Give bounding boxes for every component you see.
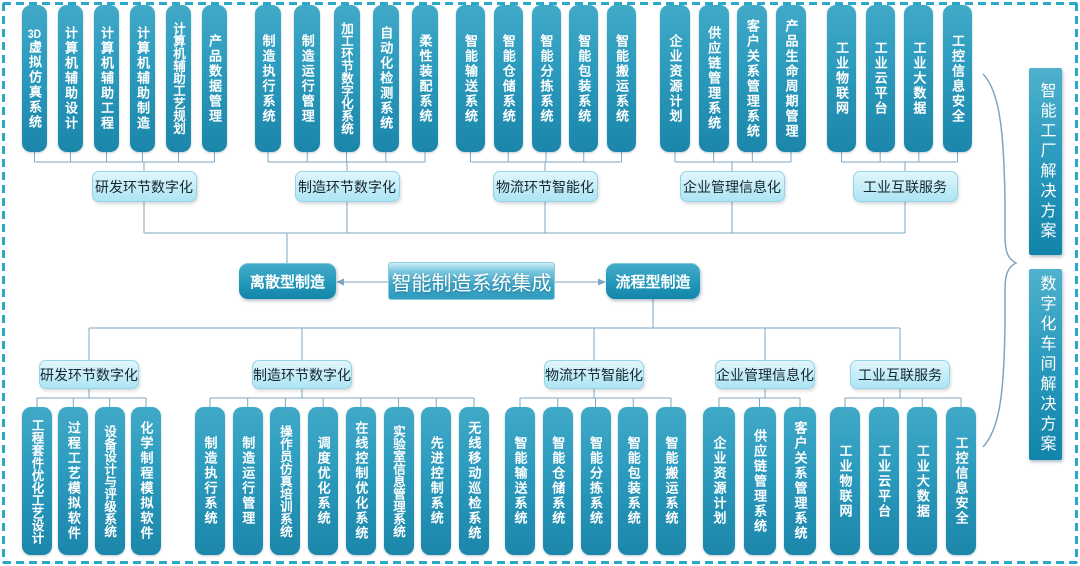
category-box: 物流环节智能化 [544,360,644,389]
category-box: 企业管理信息化 [679,171,785,202]
system-pill: 智能分拣系统 [580,407,611,555]
pill-group: 智能输送系统智能仓储系统智能分拣系统智能包装系统智能搬运系统 [456,5,636,152]
system-pill: 工业物联网 [830,407,860,555]
process-manufacturing-node: 流程型制造 [606,263,700,299]
category-box: 企业管理信息化 [715,360,815,389]
system-pill: 工业大数据 [907,407,938,555]
system-pill: 无线移动巡检系统 [458,407,489,555]
category-box: 工业互联服务 [852,171,958,202]
dashed-border-top [3,2,1077,5]
system-pill: 制造运行管理 [232,407,263,555]
system-pill: 智能搬运系统 [607,5,636,152]
system-pill: 客户关系管理系统 [784,407,816,555]
solution-smart-factory: 智能工厂解决方案 [1029,68,1062,255]
system-pill: 客户关系管理系统 [737,5,768,152]
system-pill: 计算机辅助工程 [94,5,119,152]
system-pill: 制造执行系统 [195,407,225,555]
system-pill: 工程套件优化工艺设计 [22,407,52,555]
system-pill: 工业大数据 [904,5,934,152]
dashed-border-bottom [3,561,1077,564]
system-pill: 智能包装系统 [618,407,649,555]
pill-group: 智能输送系统智能仓储系统智能分拣系统智能包装系统智能搬运系统 [505,407,686,555]
system-pill: 设备设计与评级系统 [94,407,125,555]
system-pill: 供应链管理系统 [743,407,776,555]
system-pill: 工业云平台 [865,5,895,152]
system-pill: 产品生命周期管理 [775,5,806,152]
system-pill: 智能包装系统 [569,5,599,152]
system-pill: 制造执行系统 [255,5,281,152]
system-pill: 工控信息安全 [942,5,972,152]
dashed-border-left [2,3,5,563]
system-pill: 加工环节数字化系统 [333,5,360,152]
category-box: 研发环节数字化 [39,360,139,389]
pill-group: 工业物联网工业云平台工业大数据工控信息安全 [827,5,972,152]
system-pill: 化学制程模拟软件 [130,407,161,555]
system-pill: 企业资源计划 [703,407,735,555]
system-pill: 智能分拣系统 [531,5,561,152]
system-pill: 企业资源计划 [660,5,690,152]
system-pill: 工控信息安全 [945,407,976,555]
system-pill: 产品数据管理 [202,5,227,152]
system-pill: 智能仓储系统 [493,5,523,152]
system-pill: 智能输送系统 [505,407,535,555]
category-box: 物流环节智能化 [492,171,598,202]
horizontal-latin-run: 3D [27,27,42,40]
category-box: 研发环节数字化 [91,171,197,202]
system-pill: 智能输送系统 [456,5,485,152]
system-pill: 工业云平台 [868,407,899,555]
pill-group: 工业物联网工业云平台工业大数据工控信息安全 [830,407,976,555]
system-pill: 计算机辅助工艺规划 [166,5,191,152]
category-box: 制造环节数字化 [294,171,400,202]
system-pill: 制造运行管理 [294,5,321,152]
category-box: 工业互联服务 [850,360,950,389]
pill-group: 企业资源计划供应链管理系统客户关系管理系统 [703,407,816,555]
system-pill: 自动化检测系统 [372,5,399,152]
pill-group: 企业资源计划供应链管理系统客户关系管理系统产品生命周期管理 [660,5,806,152]
arrowhead-icon [336,278,344,286]
system-pill: 供应链管理系统 [698,5,729,152]
system-pill: 柔性装配系统 [412,5,438,152]
pill-group: 工程套件优化工艺设计过程工艺模拟软件设备设计与评级系统化学制程模拟软件 [22,407,161,555]
system-pill: 操作员仿真培训系统 [270,407,301,555]
system-pill: 计算机辅助制造 [130,5,155,152]
system-pill: 智能搬运系统 [656,407,686,555]
system-pill: 工业物联网 [827,5,856,152]
system-pill: 实验室信息管理系统 [383,407,414,555]
dashed-border-right [1075,3,1078,563]
system-pill: 调度优化系统 [308,407,339,555]
solution-digital-workshop: 数字化车间解决方案 [1029,269,1062,460]
system-pill: 先进控制系统 [421,407,452,555]
pill-group: 制造执行系统制造运行管理加工环节数字化系统自动化检测系统柔性装配系统 [255,5,438,152]
arrowhead-icon [598,278,606,286]
discrete-manufacturing-node: 离散型制造 [239,263,336,299]
system-pill: 过程工艺模拟软件 [58,407,89,555]
brace-icon [982,73,1018,448]
pill-group: 制造执行系统制造运行管理操作员仿真培训系统调度优化系统在线控制优化系统实验室信息… [195,407,489,555]
system-pill: 计算机辅助设计 [58,5,83,152]
smart-manufacturing-integration-node: 智能制造系统集成 [388,262,555,300]
system-pill: 智能仓储系统 [542,407,573,555]
system-pill: 在线控制优化系统 [345,407,376,555]
category-box: 制造环节数字化 [252,360,352,389]
